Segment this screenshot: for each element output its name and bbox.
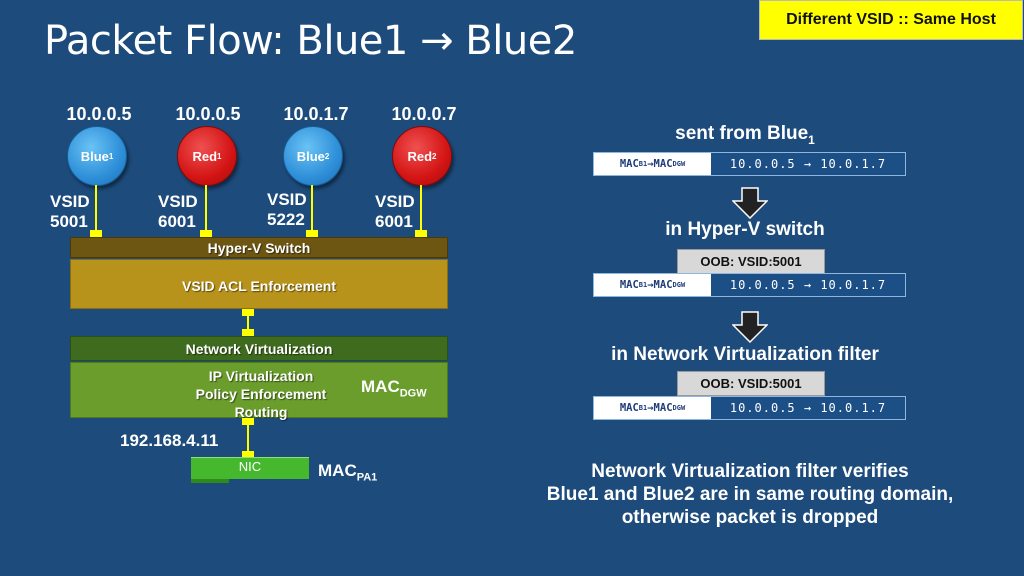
vsid-value: 6001	[375, 212, 413, 231]
nic-box: NIC	[191, 457, 309, 479]
vm-link-line	[311, 185, 313, 233]
mac-src: MAC	[619, 279, 639, 291]
step-title: sent from Blue	[675, 123, 809, 144]
link-port	[242, 418, 254, 425]
mac-arrow: →	[647, 279, 654, 291]
mac-arrow: →	[647, 158, 654, 170]
oob-tag-step3: OOB: VSID:5001	[677, 371, 825, 396]
page-title: Packet Flow: Blue1 → Blue2	[44, 18, 577, 64]
mac-src-sub: B1	[638, 160, 648, 168]
vsid-caption: VSID	[267, 190, 307, 209]
vm-ip-blue2: 10.0.1.7	[283, 104, 349, 124]
vm-link-line	[95, 185, 97, 233]
mac-arrow: →	[647, 402, 654, 414]
link-port	[242, 451, 254, 458]
switch-port	[415, 230, 427, 237]
down-arrow-icon	[732, 187, 768, 219]
vm-link-line	[420, 185, 422, 233]
mac-dst-sub: DGW	[672, 160, 686, 168]
mac-dst: MAC	[653, 279, 673, 291]
step3-heading: in Network Virtualization filter	[611, 344, 879, 365]
mac-text: MAC	[361, 377, 400, 396]
step-sub: 1	[808, 132, 815, 147]
vm-ip-red1: 10.0.0.5	[175, 104, 241, 124]
hyperv-switch-bar: Hyper-V Switch	[70, 237, 448, 258]
vm-label: Red	[407, 148, 433, 164]
vm-sub: 2	[324, 151, 330, 161]
nic-ip: 192.168.4.11	[120, 431, 219, 450]
scenario-tag: Different VSID :: Same Host	[759, 0, 1023, 40]
vm-label: Blue	[296, 148, 325, 164]
vsid-acl-box: VSID ACL Enforcement	[70, 259, 448, 309]
mac-sub: PA1	[356, 471, 378, 484]
vsid-caption: VSID	[158, 192, 198, 211]
mac-src-sub: B1	[638, 404, 648, 412]
nv-function-line: Policy Enforcement	[195, 386, 327, 402]
switch-port	[200, 230, 212, 237]
vsid-caption: VSID	[50, 192, 90, 211]
vsid-caption: VSID	[375, 192, 415, 211]
mac-dst: MAC	[653, 402, 673, 414]
nv-function-line: Routing	[234, 404, 288, 420]
nic-base	[191, 479, 229, 483]
vm-ip-red2: 10.0.0.7	[391, 104, 457, 124]
link-port	[242, 309, 254, 316]
switch-nv-link	[247, 309, 249, 337]
nv-mac-label: MACDGW	[361, 377, 427, 399]
switch-port	[306, 230, 318, 237]
note-line: Blue1 and Blue2 are in same routing doma…	[546, 484, 954, 505]
step2-heading: in Hyper-V switch	[665, 219, 825, 240]
switch-port	[90, 230, 102, 237]
verification-note: Network Virtualization filter verifies B…	[500, 460, 1000, 529]
vm-link-line	[205, 185, 207, 233]
packet-ip-header: 10.0.0.5 → 10.0.1.7	[729, 157, 887, 171]
link-port	[242, 329, 254, 336]
mac-dst-sub: DGW	[672, 281, 686, 289]
down-arrow-icon	[732, 311, 768, 343]
vsid-value: 5001	[50, 212, 88, 231]
step1-heading: sent from Blue1	[595, 123, 895, 147]
mac-src: MAC	[619, 158, 639, 170]
mac-text: MAC	[318, 461, 357, 480]
vsid-value: 5222	[267, 210, 305, 229]
mac-dst-sub: DGW	[672, 404, 686, 412]
mac-sub: DGW	[399, 387, 427, 400]
vm-sub: 1	[217, 151, 222, 161]
network-virtualization-bar: Network Virtualization	[70, 336, 448, 361]
nv-nic-link	[247, 418, 249, 458]
packet-ip-header: 10.0.0.5 → 10.0.1.7	[729, 278, 887, 292]
nv-function-line: IP Virtualization	[208, 368, 314, 384]
mac-dst: MAC	[653, 158, 673, 170]
vm-label: Red	[192, 148, 218, 164]
vm-sub: 1	[108, 151, 114, 161]
nv-functions: IP Virtualization Policy Enforcement Rou…	[161, 367, 361, 421]
packet-ip-header: 10.0.0.5 → 10.0.1.7	[729, 401, 887, 415]
vm-ip-blue1: 10.0.0.5	[66, 104, 132, 124]
mac-src: MAC	[619, 402, 639, 414]
vm-label: Blue	[80, 148, 109, 164]
vm-sub: 2	[432, 151, 437, 161]
oob-tag-step2: OOB: VSID:5001	[677, 249, 825, 274]
mac-src-sub: B1	[638, 281, 648, 289]
note-line: Network Virtualization filter verifies	[591, 461, 909, 482]
nv-function-box: IP Virtualization Policy Enforcement Rou…	[70, 362, 448, 421]
nic-mac-label: MACPA1	[318, 461, 377, 483]
vsid-value: 6001	[158, 212, 196, 231]
note-line: otherwise packet is dropped	[621, 507, 879, 528]
